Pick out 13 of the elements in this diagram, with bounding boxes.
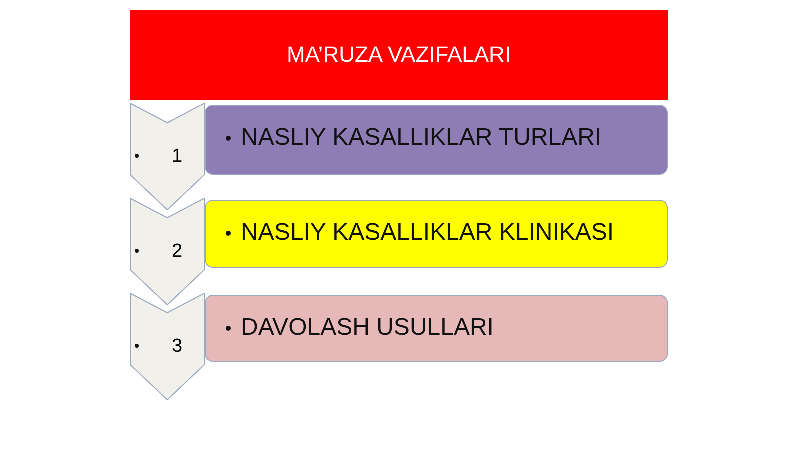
- step-number: 1: [172, 146, 183, 168]
- step-number: 3: [172, 336, 183, 358]
- task-box: [205, 295, 668, 362]
- bullet-text: NASLIY KASALLIKLAR TURLARI: [241, 124, 602, 152]
- title-banner: MA’RUZA VAZIFALARI: [130, 10, 668, 100]
- step-marker: [130, 293, 205, 401]
- step-marker: [130, 198, 205, 306]
- step-marker: [130, 103, 205, 211]
- bullet-text: DAVOLASH USULLARI: [241, 314, 494, 342]
- task-box: [205, 105, 668, 175]
- step-number: 2: [172, 241, 183, 263]
- bullet-text: NASLIY KASALLIKLAR KLINIKASI: [241, 219, 614, 247]
- task-box: [205, 200, 668, 268]
